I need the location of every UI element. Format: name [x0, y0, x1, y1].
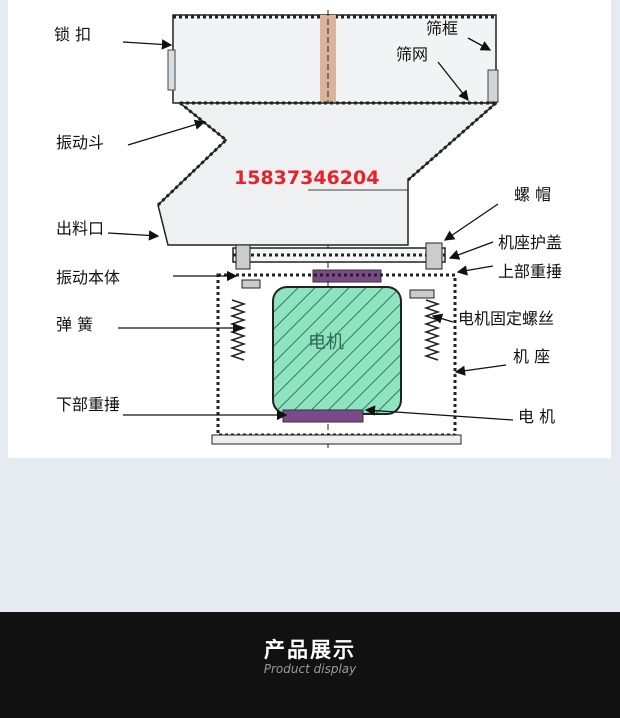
lower-weight — [282, 409, 364, 423]
screen-frame — [167, 10, 499, 450]
label-motor: 电 机 — [518, 407, 555, 426]
sieve-diagram: 电机 15837346204 锁 扣 筛框 筛网 — [54, 10, 562, 450]
motor: 电机 — [272, 286, 402, 415]
label-nut: 螺 帽 — [514, 185, 551, 204]
base-cover — [232, 242, 446, 270]
base — [211, 273, 462, 445]
label-discharge: 出料口 — [56, 219, 104, 238]
spring-left — [229, 279, 261, 361]
footer-banner: 产品展示 Product display — [0, 612, 620, 718]
spring-right — [409, 289, 441, 361]
label-motor-bolt: 电机固定螺丝 — [458, 309, 554, 328]
label-screen-mesh: 筛网 — [396, 45, 428, 64]
leader-lines — [107, 37, 514, 421]
label-screen-frame: 筛框 — [426, 19, 458, 38]
diagram-panel: 电机 15837346204 锁 扣 筛框 筛网 — [8, 0, 611, 458]
phone-number: 15837346204 — [234, 167, 379, 189]
label-lock: 锁 扣 — [54, 25, 91, 44]
footer-title: 产品展示 — [264, 638, 356, 662]
label-upper-weight: 上部重捶 — [498, 262, 562, 281]
label-lower-weight: 下部重捶 — [56, 395, 120, 414]
motor-text: 电机 — [308, 332, 344, 353]
label-base: 机 座 — [513, 347, 550, 366]
label-base-cover: 机座护盖 — [498, 233, 562, 252]
label-spring: 弹 簧 — [56, 315, 93, 334]
vibration-hopper — [156, 101, 498, 246]
footer-subtitle: Product display — [263, 662, 357, 676]
label-vibration-body: 振动本体 — [56, 268, 120, 287]
label-vibration-hopper: 振动斗 — [56, 133, 104, 152]
